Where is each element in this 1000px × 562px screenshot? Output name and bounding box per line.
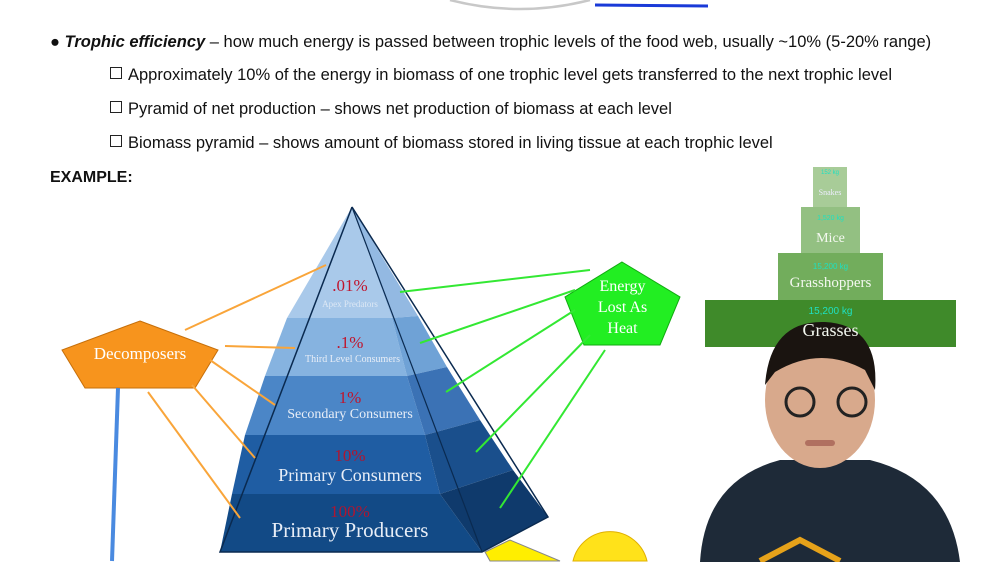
annotation-arc (449, 0, 591, 11)
decomposers-shape (61, 320, 219, 389)
orange-arrows (147, 264, 327, 519)
sun-icon (572, 531, 648, 562)
sub-item-text: Pyramid of net production – shows net pr… (128, 100, 672, 118)
biomass-pyramid (705, 167, 956, 347)
sub-item-text: Biomass pyramid – shows amount of biomas… (128, 134, 773, 152)
checkbox-bullet-icon (110, 135, 122, 147)
sub-item: Pyramid of net production – shows net pr… (110, 100, 672, 119)
sub-item: Biomass pyramid – shows amount of biomas… (110, 134, 773, 153)
checkbox-bullet-icon (110, 101, 122, 113)
sub-item: Approximately 10% of the energy in bioma… (110, 66, 892, 85)
decomposer-flow-line (110, 387, 120, 562)
energy-pyramid (218, 206, 550, 553)
green-arrows (399, 269, 606, 509)
checkbox-bullet-icon (110, 67, 122, 79)
sun-arrow (484, 539, 561, 562)
annotation-underline (594, 3, 709, 8)
example-label: EXAMPLE: (50, 169, 133, 186)
bullet-text: – how much energy is passed between trop… (205, 33, 932, 51)
presenter-webcam (700, 321, 960, 562)
bullet-term: Trophic efficiency (64, 33, 206, 51)
sub-item-text: Approximately 10% of the energy in bioma… (128, 66, 892, 84)
bullet-trophic-efficiency: ● Trophic efficiency – how much energy i… (50, 33, 932, 51)
heat-shape (564, 261, 681, 346)
